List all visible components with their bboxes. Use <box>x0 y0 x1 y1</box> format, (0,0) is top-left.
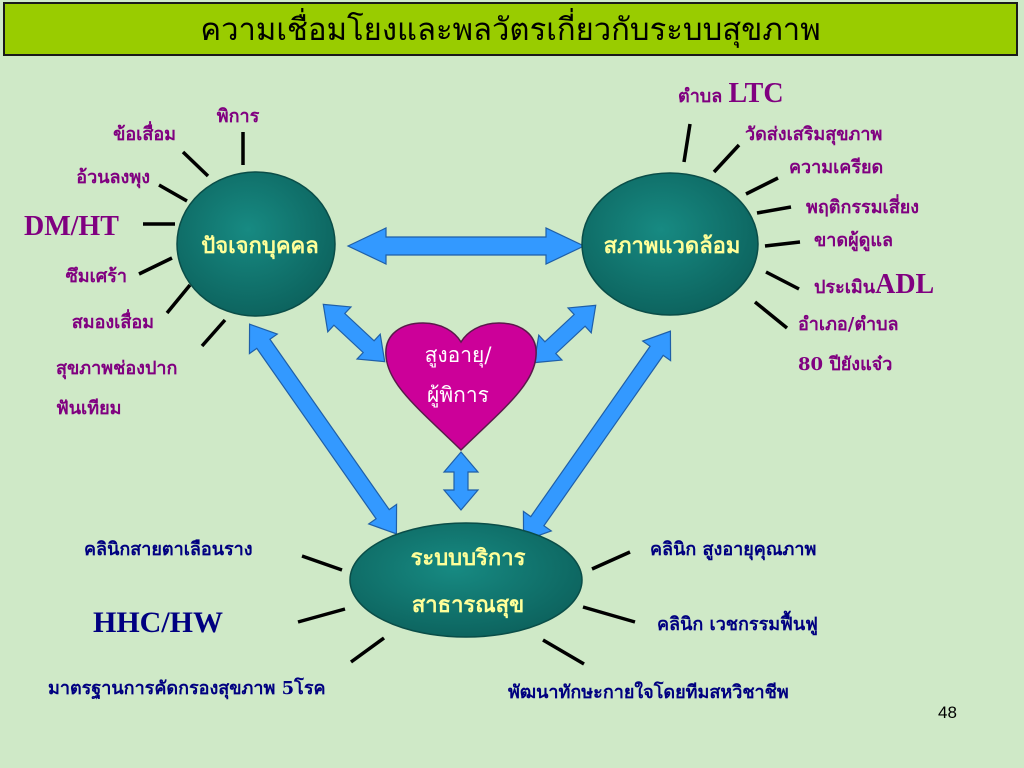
heart-label-1: สูงอายุ/ <box>425 343 493 368</box>
node-health-service: ระบบบริการ สาธารณสุข <box>349 522 583 638</box>
label-no-caregiver: ขาดผู้ดูแล <box>814 230 893 252</box>
label-ltc-prefix: ตำบล <box>678 86 729 107</box>
arrow-individual-heart <box>322 303 386 363</box>
arrow-environment-heart <box>533 304 597 364</box>
environment-ticks <box>682 123 801 330</box>
label-vision-clinic: คลินิกสายตาเลือนราง <box>84 539 253 560</box>
node-environment: สภาพแวดล้อม <box>581 172 759 316</box>
label-stress: ความเครียด <box>789 157 883 178</box>
label-temple: วัดส่งเสริมสุขภาพ <box>745 124 882 146</box>
arrow-heart-service <box>442 451 480 511</box>
node-environment-label: สภาพแวดล้อม <box>604 233 741 259</box>
label-adl-prefix: ประเมิน <box>814 277 876 298</box>
label-depression: ซึมเศร้า <box>66 266 127 287</box>
label-joint-degeneration: ข้อเสื่อม <box>113 121 176 145</box>
title-bar: ความเชื่อมโยงและพลวัตรเกี่ยวกับระบบสุขภา… <box>3 2 1018 56</box>
label-ltc: ตำบล LTC <box>678 78 784 109</box>
label-adl: ประเมินADL <box>814 269 934 300</box>
label-eighty: 80 ปียังแจ๋ว <box>798 354 892 375</box>
node-individual-label: ปัจเจกบุคคล <box>201 233 318 260</box>
heart-label-2: ผู้พิการ <box>427 383 489 408</box>
individual-ticks <box>138 132 245 348</box>
label-multidisciplinary: พัฒนาทักษะกายใจโดยทีมสหวิชาชีพ <box>508 681 789 703</box>
label-dementia: สมองเสื่อม <box>72 309 154 333</box>
label-disability: พิการ <box>217 106 260 127</box>
label-ltc-acronym: LTC <box>729 78 784 109</box>
label-oral-health: สุขภาพช่องปาก <box>56 358 177 380</box>
arrow-environment-service <box>522 330 672 542</box>
label-rehab-clinic: คลินิก เวชกรรมฟื้นฟู <box>657 610 818 636</box>
label-obesity: อ้วนลงพุง <box>76 167 150 189</box>
service-ticks <box>297 550 636 666</box>
node-service-label-2: สาธารณสุข <box>412 592 524 619</box>
label-dm-ht: DM/HT <box>24 211 119 242</box>
arrow-individual-environment <box>346 227 586 265</box>
node-individual: ปัจเจกบุคคล <box>176 171 336 317</box>
label-dentures: ฟันเทียม <box>56 398 121 419</box>
label-adl-acronym: ADL <box>875 269 934 300</box>
node-service-label-1: ระบบบริการ <box>411 545 526 571</box>
heart-center: สูงอายุ/ ผู้พิการ <box>385 322 537 452</box>
label-risk-behavior: พฤติกรรมเสี่ยง <box>806 194 919 218</box>
label-hhc-hw: HHC/HW <box>93 606 223 639</box>
slide-title: ความเชื่อมโยงและพลวัตรเกี่ยวกับระบบสุขภา… <box>200 12 821 48</box>
label-district: อำเภอ/ตำบล <box>798 314 899 335</box>
arrow-individual-service <box>248 323 398 535</box>
page-number: 48 <box>938 703 957 722</box>
label-screening: มาตรฐานการคัดกรองสุขภาพ 5โรค <box>48 677 326 700</box>
label-quality-clinic: คลินิก สูงอายุคุณภาพ <box>650 539 816 561</box>
